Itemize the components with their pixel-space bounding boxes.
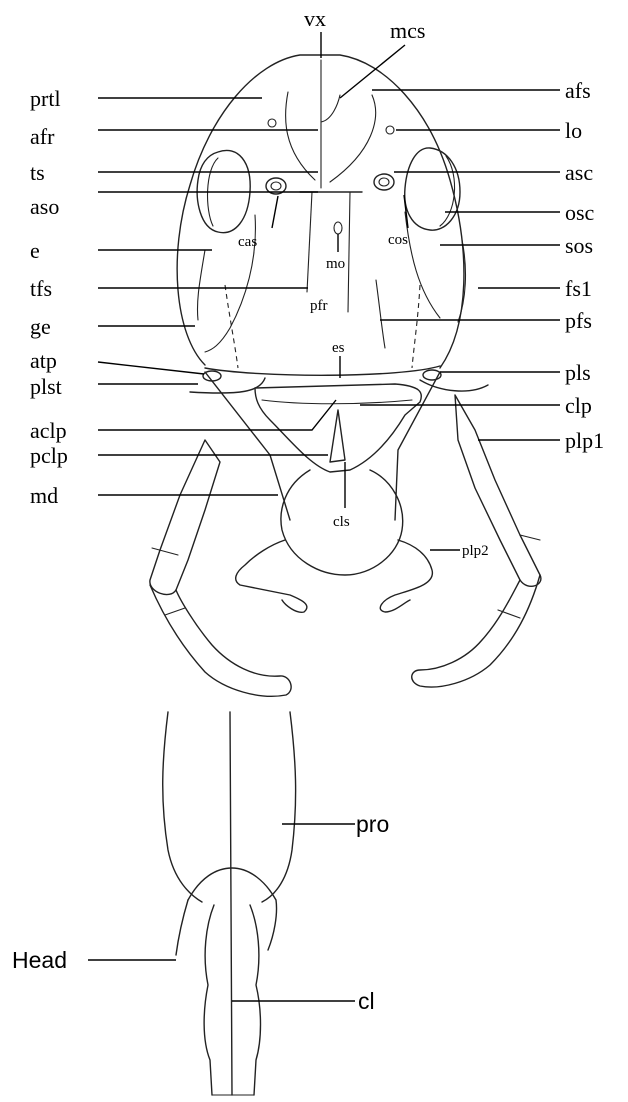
label-asc: asc [565, 160, 593, 185]
right-antennal-socket [374, 174, 394, 190]
label-aclp: aclp [30, 418, 67, 443]
label-pls: pls [565, 360, 591, 385]
label-cls: cls [333, 514, 350, 530]
label-cl: cl [358, 988, 375, 1014]
label-pfr: pfr [310, 298, 328, 314]
left-frontal-suture [286, 92, 315, 180]
left-ocellus [268, 119, 276, 127]
left-palp1 [150, 440, 220, 595]
right-palp2 [380, 540, 432, 612]
median-cranial-sulcus [321, 95, 340, 122]
label-mcs: mcs [390, 18, 425, 43]
head-midline [230, 712, 232, 1095]
label-vx: vx [304, 6, 326, 31]
label-pfs: pfs [565, 308, 592, 333]
head-inner-left [204, 905, 214, 1095]
epistomal-suture [205, 366, 440, 375]
label-es: es [332, 340, 345, 356]
label-atp: atp [30, 348, 57, 373]
postclypeus-spike [330, 410, 345, 462]
label-osc: osc [565, 200, 595, 225]
head-dome [188, 868, 277, 950]
leader-cas [272, 196, 278, 228]
lower-labels: pro Head cl [12, 811, 389, 1014]
lower-leader-lines [88, 824, 355, 1001]
frontal-line-right [348, 192, 350, 312]
label-sos: sos [565, 233, 593, 258]
label-ge: ge [30, 314, 51, 339]
head-left-side [176, 900, 188, 955]
right-ocellus [386, 126, 394, 134]
frontal-line-left [307, 192, 312, 292]
right-fs1-curve [376, 280, 385, 348]
clypeus-line [262, 400, 412, 404]
label-fs1: fs1 [565, 276, 592, 301]
label-pclp: pclp [30, 443, 68, 468]
left-antennal-socket-inner [271, 182, 281, 190]
upper-labels: vx mcs prtl afs afr lo ts asc aso osc ca… [30, 6, 604, 559]
leader-atp [98, 362, 204, 374]
label-clp: clp [565, 393, 592, 418]
label-mo: mo [326, 256, 345, 272]
right-frontal-suture [330, 95, 376, 182]
left-epistomal-dashes [225, 285, 238, 368]
label-ts: ts [30, 160, 45, 185]
label-prtl: prtl [30, 86, 61, 111]
label-pro: pro [356, 811, 389, 837]
label-head: Head [12, 947, 67, 973]
left-gena-line [197, 250, 205, 320]
left-palp2 [236, 540, 307, 612]
label-tfs: tfs [30, 276, 52, 301]
head-inner-right [250, 905, 261, 1095]
clypeus [255, 384, 421, 472]
median-ocellus [334, 222, 342, 234]
label-plp1: plp1 [565, 428, 604, 453]
prothorax-left-edge [163, 712, 202, 902]
label-aso: aso [30, 194, 59, 219]
prothorax-right-edge [262, 712, 296, 902]
leader-aclp [98, 400, 336, 430]
right-mandible [395, 372, 440, 520]
right-epistomal-dashes [412, 285, 420, 368]
label-lo: lo [565, 118, 582, 143]
lower-drawing [163, 712, 296, 1095]
right-palp1-tip [412, 575, 540, 687]
label-cos: cos [388, 232, 408, 248]
right-antennal-socket-inner [379, 178, 389, 186]
label-afs: afs [565, 78, 591, 103]
right-eye [405, 148, 460, 230]
label-md: md [30, 483, 58, 508]
label-plst: plst [30, 374, 62, 399]
label-plp2: plp2 [462, 543, 489, 559]
label-e: e [30, 238, 40, 263]
head-capsule-drawing [150, 55, 541, 696]
label-cas: cas [238, 234, 257, 250]
left-mandible [205, 372, 290, 520]
left-palp1-tip [150, 585, 291, 696]
label-afr: afr [30, 124, 55, 149]
